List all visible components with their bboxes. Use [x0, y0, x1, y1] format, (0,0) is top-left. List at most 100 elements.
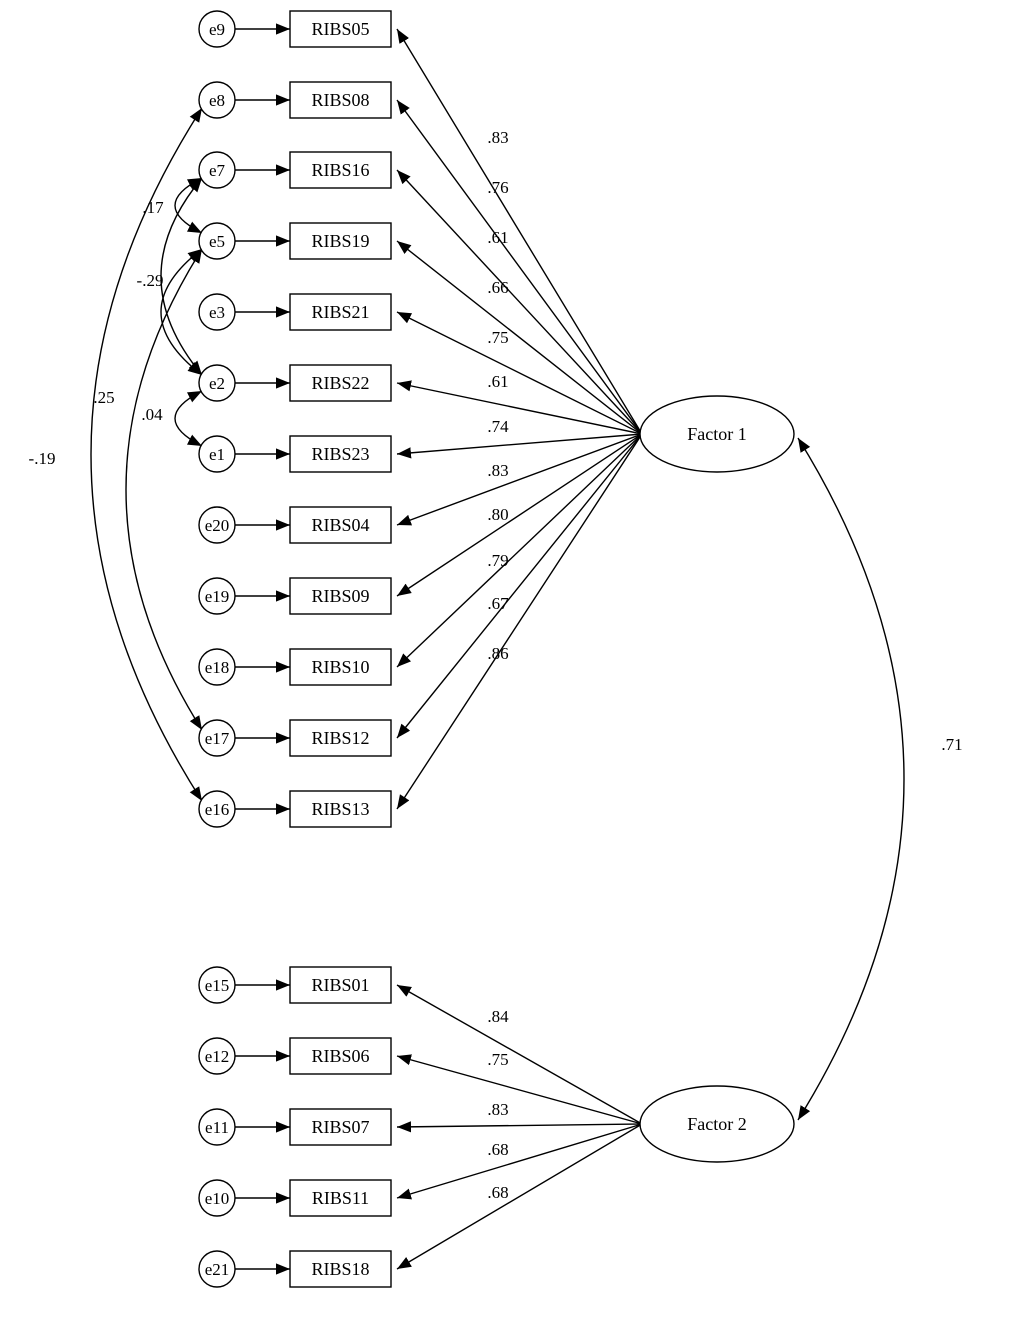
factor-covariance-value: .71 — [941, 735, 962, 754]
indicator-box-ribs23 — [289, 435, 392, 473]
error-label-e16: e16 — [205, 800, 230, 819]
indicator-box-ribs18 — [289, 1250, 392, 1288]
loading-value-ribs11: .68 — [487, 1140, 508, 1159]
error-node-e16 — [198, 790, 236, 828]
error-label-e2: e2 — [209, 374, 225, 393]
loading-path-ribs07 — [396, 1121, 643, 1133]
error-node-e17 — [198, 719, 236, 757]
error-node-e12 — [198, 1037, 236, 1075]
indicator-label-ribs01: RIBS01 — [311, 975, 369, 995]
loading-value-ribs09: .80 — [487, 505, 508, 524]
loading-value-ribs05: .83 — [487, 128, 508, 147]
loading-path-ribs13 — [396, 433, 643, 810]
factor-node-factor-2 — [639, 1085, 795, 1163]
indicator-box-ribs08 — [289, 81, 392, 119]
error-node-e18 — [198, 648, 236, 686]
indicator-label-ribs12: RIBS12 — [311, 728, 369, 748]
indicator-box-ribs22 — [289, 364, 392, 402]
indicator-box-ribs06 — [289, 1037, 392, 1075]
loading-path-ribs01 — [396, 984, 643, 1125]
loading-path-ribs12 — [396, 433, 643, 739]
indicator-label-ribs18: RIBS18 — [311, 1259, 369, 1279]
error-node-e8 — [198, 81, 236, 119]
loading-path-ribs10 — [396, 433, 643, 668]
covariance-path-e7-e2 — [160, 177, 203, 376]
covariance-value-e5-e2: -.29 — [137, 271, 164, 290]
error-node-e1 — [198, 435, 236, 473]
indicator-box-ribs13 — [289, 790, 392, 828]
covariance-path-e5-e17 — [125, 248, 203, 731]
loading-value-ribs04: .83 — [487, 461, 508, 480]
indicator-box-ribs12 — [289, 719, 392, 757]
error-label-e18: e18 — [205, 658, 230, 677]
error-node-e10 — [198, 1179, 236, 1217]
indicator-label-ribs23: RIBS23 — [311, 444, 369, 464]
loading-value-ribs10: .79 — [487, 551, 508, 570]
loading-value-ribs01: .84 — [487, 1007, 509, 1026]
error-label-e11: e11 — [205, 1118, 229, 1137]
error-label-e19: e19 — [205, 587, 230, 606]
factor-label-factor-1: Factor 1 — [687, 424, 746, 444]
factor-node-factor-1 — [639, 395, 795, 473]
loading-value-ribs18: .68 — [487, 1183, 508, 1202]
indicator-label-ribs07: RIBS07 — [311, 1117, 369, 1137]
error-node-e3 — [198, 293, 236, 331]
loading-path-ribs21 — [396, 311, 643, 435]
error-label-e17: e17 — [205, 729, 230, 748]
error-label-e10: e10 — [205, 1189, 230, 1208]
error-node-e19 — [198, 577, 236, 615]
error-label-e3: e3 — [209, 303, 225, 322]
indicator-label-ribs22: RIBS22 — [311, 373, 369, 393]
indicator-box-ribs19 — [289, 222, 392, 260]
loading-value-ribs13: .86 — [487, 644, 508, 663]
loading-value-ribs06: .75 — [487, 1050, 508, 1069]
covariance-value-e7-e5: .17 — [142, 198, 164, 217]
covariance-path-e5-e2 — [160, 248, 203, 376]
indicator-label-ribs13: RIBS13 — [311, 799, 369, 819]
error-label-e8: e8 — [209, 91, 225, 110]
loading-path-ribs09 — [396, 433, 643, 597]
loading-path-ribs23 — [396, 433, 643, 459]
loading-path-ribs06 — [396, 1054, 643, 1125]
error-label-e9: e9 — [209, 20, 225, 39]
loading-path-ribs22 — [396, 380, 643, 435]
error-node-e15 — [198, 966, 236, 1004]
indicator-label-ribs19: RIBS19 — [311, 231, 369, 251]
loading-path-ribs16 — [396, 169, 643, 435]
indicator-box-ribs11 — [289, 1179, 392, 1217]
error-label-e12: e12 — [205, 1047, 230, 1066]
error-node-e21 — [198, 1250, 236, 1288]
error-label-e21: e21 — [205, 1260, 230, 1279]
loading-value-ribs23: .74 — [487, 417, 509, 436]
indicator-label-ribs16: RIBS16 — [311, 160, 369, 180]
indicator-box-ribs21 — [289, 293, 392, 331]
loading-path-ribs04 — [396, 433, 643, 526]
error-label-e1: e1 — [209, 445, 225, 464]
covariance-path-e2-e1 — [174, 390, 203, 447]
covariance-value-e2-e1: .04 — [141, 405, 163, 424]
error-label-e7: e7 — [209, 161, 226, 180]
indicator-box-ribs10 — [289, 648, 392, 686]
indicator-box-ribs07 — [289, 1108, 392, 1146]
loading-value-ribs12: .67 — [487, 594, 509, 613]
loading-value-ribs16: .61 — [487, 228, 508, 247]
error-label-e5: e5 — [209, 232, 225, 251]
indicator-label-ribs04: RIBS04 — [311, 515, 369, 535]
loading-path-ribs08 — [396, 99, 643, 435]
error-node-e11 — [198, 1108, 236, 1146]
error-label-e20: e20 — [205, 516, 230, 535]
indicator-box-ribs05 — [289, 10, 392, 48]
indicator-label-ribs08: RIBS08 — [311, 90, 369, 110]
loading-value-ribs22: .61 — [487, 372, 508, 391]
error-node-e2 — [198, 364, 236, 402]
factor-covariance-path — [797, 437, 905, 1121]
indicator-label-ribs21: RIBS21 — [311, 302, 369, 322]
covariance-value-e8-e16: -.19 — [29, 449, 56, 468]
error-node-e5 — [198, 222, 236, 260]
loading-path-ribs18 — [396, 1123, 643, 1270]
covariance-path-e8-e16 — [90, 107, 203, 802]
loading-path-ribs05 — [396, 28, 643, 435]
error-node-e7 — [198, 151, 236, 189]
loading-value-ribs08: .76 — [487, 178, 508, 197]
